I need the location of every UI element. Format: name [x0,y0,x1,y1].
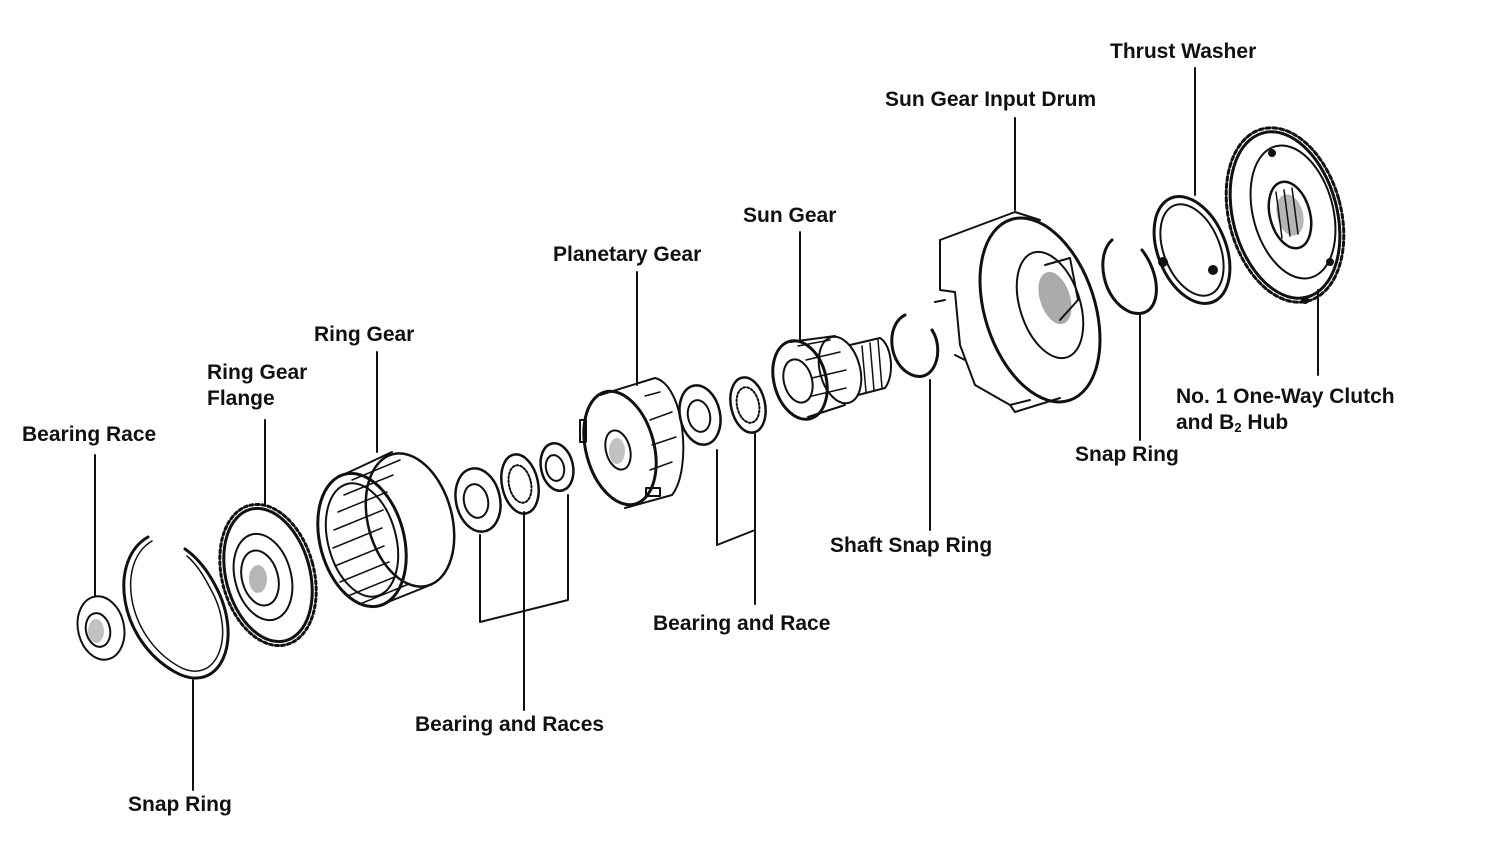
label-one-way-clutch-line1: No. 1 One-Way Clutch [1176,385,1395,408]
label-bearing-race: Bearing Race [22,423,157,446]
label-bearing-and-race: Bearing and Race [653,612,831,635]
snap-ring-left-part [122,535,230,680]
label-shaft-snap-ring: Shaft Snap Ring [830,534,993,557]
label-one-way-clutch: No. 1 One-Way Clutch and B2 Hub [1176,384,1395,441]
shaft-snap-ring-part [890,313,940,378]
label-ring-gear-flange: Ring Gear Flange [207,360,307,412]
label-ring-gear-flange-line2: Flange [207,387,275,410]
sun-gear-input-drum-part [934,211,1102,413]
label-ring-gear: Ring Gear [314,323,415,346]
one-way-clutch-part [1224,126,1346,304]
bearing-and-races-part [454,442,575,533]
thrust-washer-part [1152,195,1232,305]
ring-gear-flange-part [218,502,318,648]
snap-ring-right-part [1101,238,1158,315]
label-snap-ring-left: Snap Ring [128,793,232,816]
bearing-race-part [76,595,126,661]
label-bearing-and-races: Bearing and Races [415,713,605,736]
bearing-and-race-part [678,376,767,446]
label-ring-gear-flange-line1: Ring Gear [207,361,308,384]
label-one-way-clutch-line2: and B2 Hub [1176,411,1289,435]
label-snap-ring-right: Snap Ring [1075,443,1179,466]
ring-gear-part [316,451,456,609]
label-sun-gear-input-drum: Sun Gear Input Drum [885,88,1097,111]
label-sun-gear: Sun Gear [743,204,837,227]
leader-bearing-and-race [716,431,756,546]
planetary-gear-part [579,377,685,509]
sun-gear-part [771,335,892,421]
label-thrust-washer: Thrust Washer [1110,40,1257,63]
label-planetary-gear: Planetary Gear [553,243,702,266]
